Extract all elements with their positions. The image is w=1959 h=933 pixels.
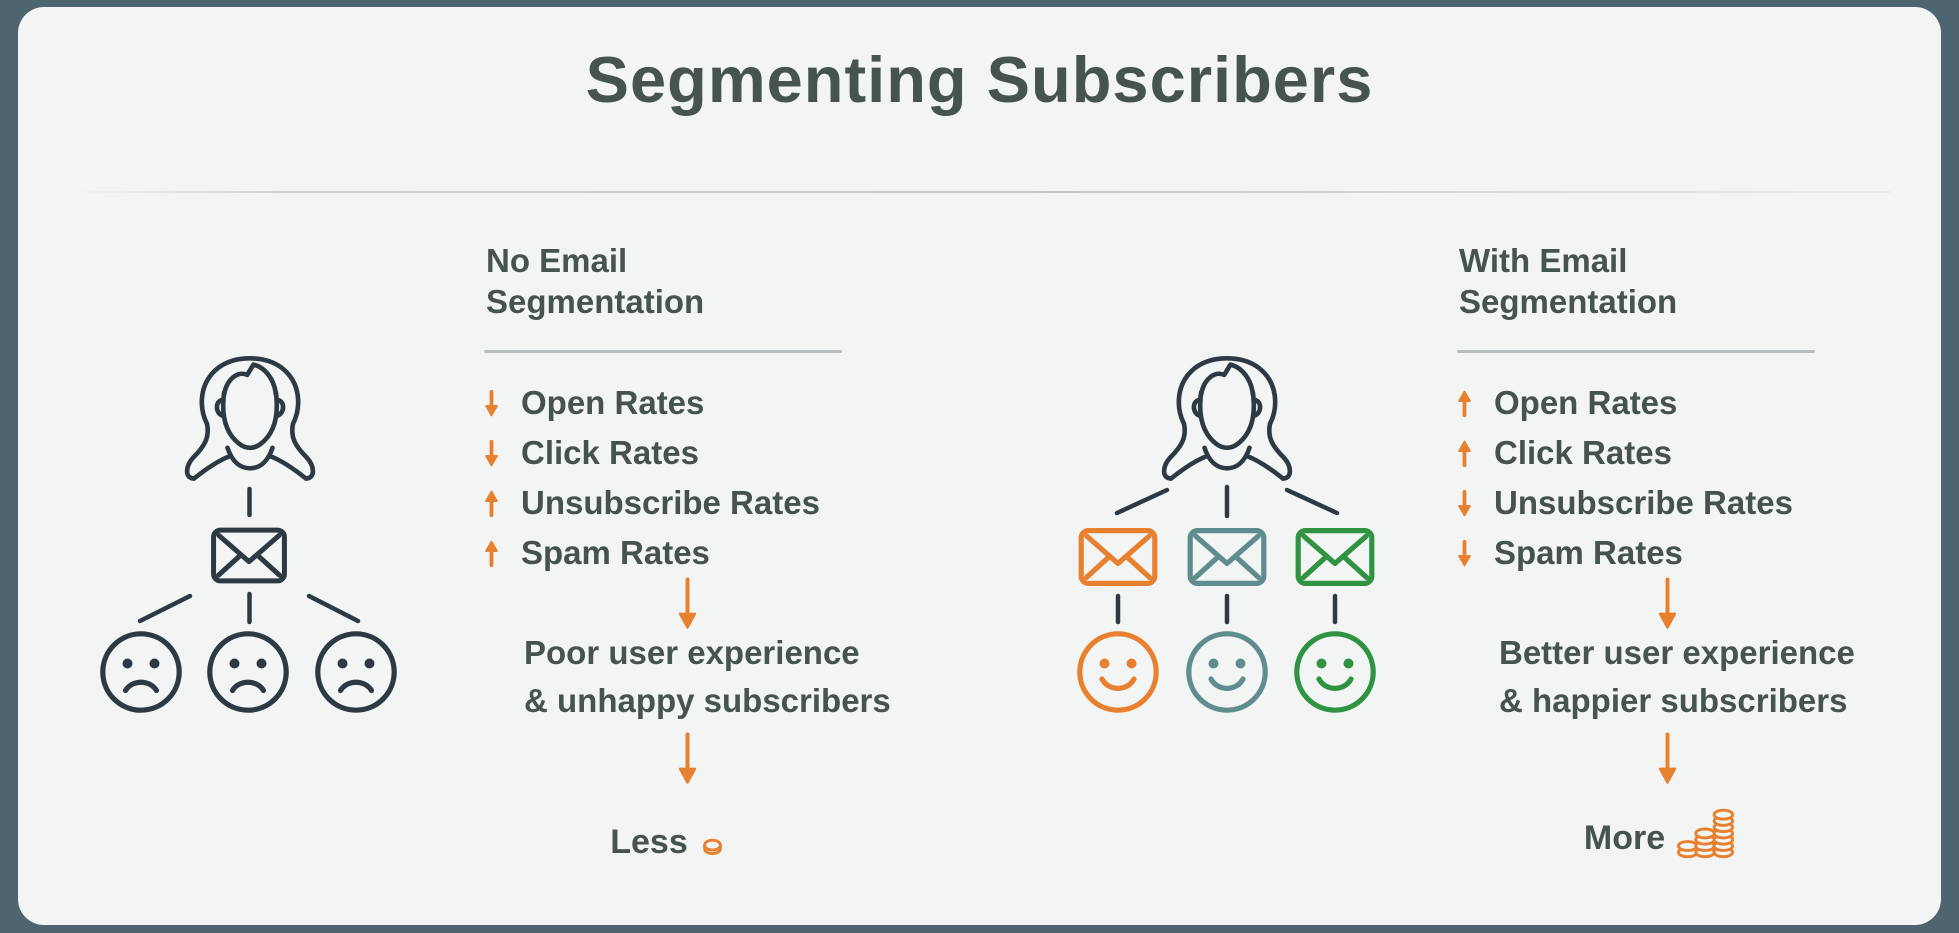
metric-label: Open Rates (521, 384, 705, 421)
with-segmentation-diagram (1060, 340, 1420, 720)
metric-row: Open Rates (484, 378, 820, 428)
happy-face-icon (1185, 630, 1269, 714)
metric-label: Spam Rates (1494, 534, 1683, 571)
metric-arrow-icon (1457, 389, 1472, 417)
money-label: Less (610, 823, 688, 861)
money-result: Less (517, 812, 817, 864)
outcome-text: Poor user experience & unhappy subscribe… (524, 629, 891, 725)
flow-arrow-icon (678, 732, 697, 785)
money-label: More (1583, 819, 1666, 857)
envelope-icon (1295, 527, 1375, 587)
metric-row: Spam Rates (484, 528, 820, 578)
sad-face-icon (206, 630, 290, 714)
metric-arrow-icon (1457, 439, 1472, 467)
metric-label: Click Rates (1494, 434, 1672, 471)
metric-row: Click Rates (484, 428, 820, 478)
metric-row: Spam Rates (1457, 528, 1793, 578)
heading-divider (484, 350, 842, 353)
panel-heading-with-segmentation: With Email Segmentation (1459, 240, 1677, 322)
heading-divider (1457, 350, 1815, 353)
coin-stack-icon (1677, 808, 1735, 859)
metric-arrow-icon (1457, 489, 1472, 517)
woman-icon (175, 347, 325, 490)
sad-face-icon (99, 630, 183, 714)
panel-heading-no-segmentation: No Email Segmentation (486, 240, 704, 322)
metric-list: Open Rates Click Rates Unsubscribe Rates… (1457, 378, 1793, 578)
connector-lines (1114, 484, 1340, 625)
metric-label: Unsubscribe Rates (521, 484, 820, 521)
flow-arrow-icon (678, 577, 697, 630)
woman-icon (1152, 347, 1302, 490)
metric-row: Unsubscribe Rates (484, 478, 820, 528)
sad-face-icon (314, 630, 398, 714)
happy-face-icon (1076, 630, 1160, 714)
coin-icon (702, 838, 722, 856)
metric-list: Open Rates Click Rates Unsubscribe Rates… (484, 378, 820, 578)
heading-line: Segmentation (1459, 283, 1678, 320)
flow-arrow-icon (1658, 732, 1677, 785)
envelope-icon (210, 527, 288, 584)
heading-line: With Email (1459, 242, 1628, 279)
metric-label: Spam Rates (521, 534, 710, 571)
envelope-icon (1078, 527, 1158, 587)
outcome-line: & unhappy subscribers (524, 682, 891, 719)
metric-arrow-icon (484, 539, 499, 567)
outcome-line: Better user experience (1499, 634, 1855, 671)
happy-face-icon (1293, 630, 1377, 714)
heading-line: No Email (486, 242, 628, 279)
no-segmentation-diagram (90, 340, 420, 720)
metric-arrow-icon (484, 489, 499, 517)
outcome-line: Poor user experience (524, 634, 860, 671)
metric-arrow-icon (1457, 539, 1472, 567)
connector-lines (137, 486, 361, 625)
money-result: More (1495, 798, 1825, 860)
metric-arrow-icon (484, 389, 499, 417)
metric-label: Click Rates (521, 434, 699, 471)
title-divider (70, 191, 1890, 193)
page-title: Segmenting Subscribers (585, 43, 1374, 116)
outcome-text: Better user experience & happier subscri… (1499, 629, 1855, 725)
metric-row: Open Rates (1457, 378, 1793, 428)
infographic-card (18, 7, 1941, 925)
envelope-icon (1187, 527, 1267, 587)
outcome-line: & happier subscribers (1499, 682, 1848, 719)
metric-row: Unsubscribe Rates (1457, 478, 1793, 528)
metric-arrow-icon (484, 439, 499, 467)
metric-label: Open Rates (1494, 384, 1678, 421)
heading-line: Segmentation (486, 283, 705, 320)
metric-label: Unsubscribe Rates (1494, 484, 1793, 521)
flow-arrow-icon (1658, 577, 1677, 630)
metric-row: Click Rates (1457, 428, 1793, 478)
